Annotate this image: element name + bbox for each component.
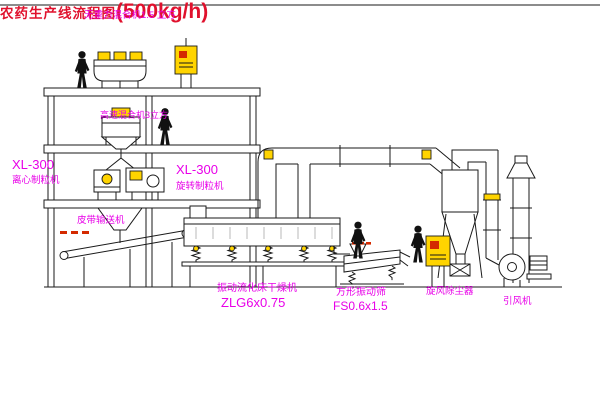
label-vibrating-screen-model: FS0.6x1.5 <box>333 299 388 313</box>
label-fluid-bed-dryer-model: ZLG6x0.75 <box>221 295 286 310</box>
label-cyclone: 旋风除尘器 <box>426 286 474 297</box>
label-gravity-mixer: 无重力混合机1.5 立方 <box>84 10 176 21</box>
label-induced-draft-fan: 引风机 <box>503 296 532 307</box>
discharge-hopper <box>60 207 143 243</box>
exhaust-stack <box>506 155 536 283</box>
cyclone-separator <box>437 149 498 279</box>
vibrating-screen <box>340 242 411 285</box>
belt-conveyor <box>59 229 191 287</box>
control-panel-upper <box>174 38 198 88</box>
granulator-unit <box>93 153 165 200</box>
control-panel-lower <box>425 235 451 287</box>
label-granulator-left: 离心制粒机 <box>12 175 60 186</box>
worker-figure <box>410 225 426 263</box>
label-vibrating-screen: 方形振动筛 <box>336 287 386 298</box>
worker-figure <box>74 51 90 88</box>
label-granulator-right: 旋转制粒机 <box>176 181 224 192</box>
diagram-title: 农药生产线流程图(500kg/h) <box>0 0 208 24</box>
label-granulator-model-left: XL-300 <box>12 157 54 172</box>
label-granulator-model-right: XL-300 <box>176 162 218 177</box>
gravity-mixer <box>93 51 147 88</box>
diagram-title-text: 农药生产线流程图 <box>0 6 116 21</box>
induced-draft-fan <box>485 253 552 287</box>
label-belt-conveyor: 皮带输送机 <box>77 215 125 226</box>
exhaust-duct <box>257 145 461 218</box>
fan-inlet-duct <box>483 150 501 260</box>
fluid-bed-dryer <box>181 205 350 287</box>
high-speed-mixer <box>100 107 142 153</box>
diagram-title-capacity: (500kg/h) <box>116 0 209 23</box>
label-fluid-bed-dryer: 振动流化床干燥机 <box>217 283 297 294</box>
label-high-speed-mixer: 高速混合机3立方 <box>100 110 169 120</box>
